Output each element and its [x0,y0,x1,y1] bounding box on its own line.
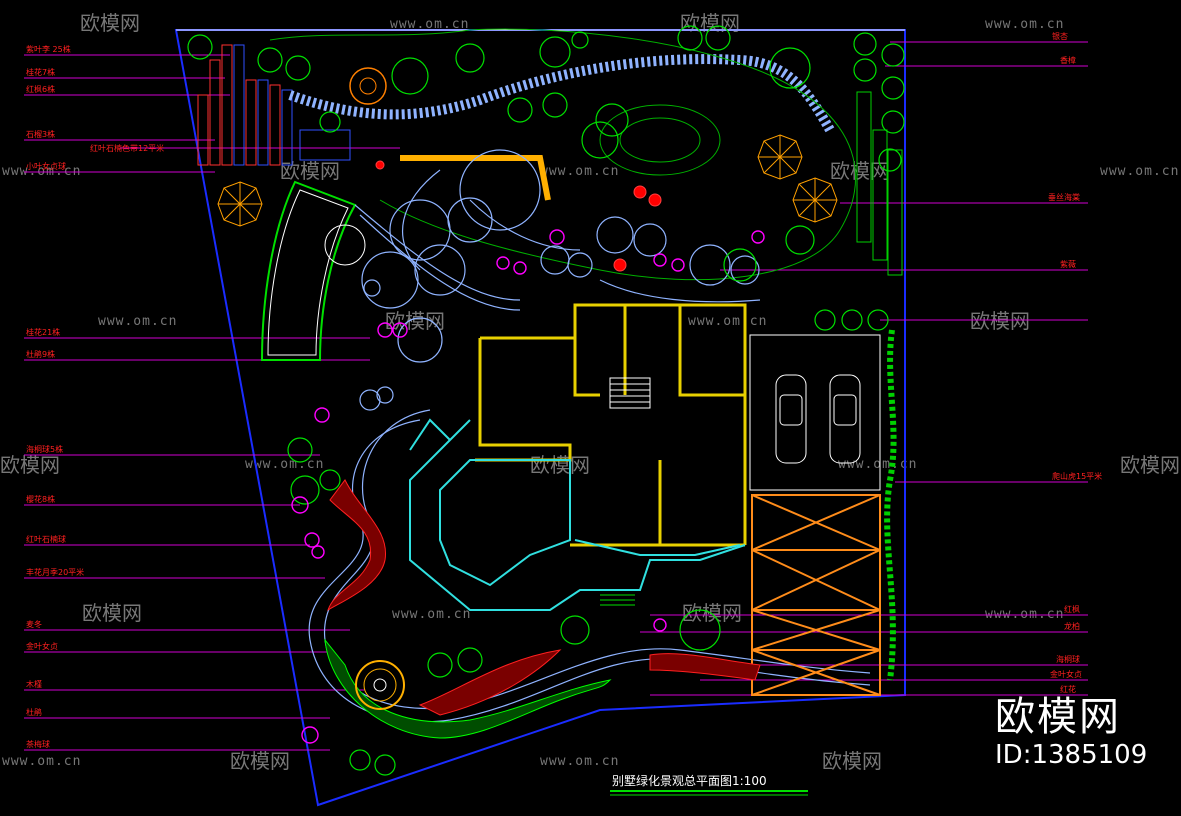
plant-label: 麦冬 [26,619,42,629]
watermark-brand: 欧模网 [230,749,290,773]
plant-label: 红叶石楠球 [26,534,66,544]
villa-building [475,303,747,547]
model-id: ID:1385109 [995,740,1148,770]
plant-label: 桂花21株 [26,327,60,337]
watermark-web: www.om.cn [2,754,81,769]
plant-label: 海桐球 [1056,654,1080,664]
plant-label: 红枫 [1064,604,1080,614]
fountain [355,660,405,710]
specimen-tree [359,77,377,95]
specimen-tree [349,67,387,105]
pond-outline [599,104,721,176]
watermark-web: www.om.cn [688,314,767,329]
plant-label: 石榴3株 [26,129,55,139]
entry-steps [600,594,635,606]
watermark-brand: 欧模网 [82,601,142,625]
watermark-brand: 欧模网 [385,309,445,333]
leader-lines [24,41,1088,751]
gazebo-right-bottom [792,177,838,223]
garage-area [749,334,881,491]
brand-badge: 欧模网 ID:1385109 [995,694,1147,770]
circular-feature [324,224,366,266]
brand-name: 欧模网 [995,694,1121,740]
plant-label: 杜鹃 [26,707,42,717]
plant-label: 香樟 [1060,55,1076,65]
plant-label: 小叶女贞球 [26,161,66,171]
garden-paths [308,149,871,723]
pond-outline [619,117,701,163]
watermark-brand: 欧模网 [280,159,340,183]
plant-label: 龙柏 [1064,621,1080,631]
plant-label: 丰花月季20平米 [26,567,84,577]
watermark-web: www.om.cn [838,457,917,472]
watermark-web: www.om.cn [1100,164,1179,179]
red-accent-trees [375,160,662,272]
plant-label: 红叶石楠色带12平米 [90,143,164,153]
plant-label: 木槿 [26,679,42,689]
shrub-bands [327,479,761,716]
watermark-brand: 欧模网 [0,453,60,477]
staircase [609,377,651,409]
watermark-brand: 欧模网 [830,159,890,183]
plant-label: 爬山虎15平米 [1052,471,1102,481]
curved-deck [260,180,357,361]
plant-label: 桂花7株 [26,67,55,77]
watermark-web: www.om.cn [390,17,469,32]
plant-label: 红枫6株 [26,84,55,94]
watermark-brand: 欧模网 [530,453,590,477]
plant-labels-right: 银杏 香樟 垂丝海棠 紫薇 爬山虎15平米 红枫 龙柏 海桐球 金叶女贞 红花 [1048,31,1102,694]
plant-label: 金叶女贞 [26,641,58,651]
plant-label: 银杏 [1052,31,1068,41]
pergola [400,155,551,201]
plant-label: 红花 [1060,684,1076,694]
watermark-web: www.om.cn [985,17,1064,32]
drawing-title: 别墅绿化景观总平面图1:100 [612,774,767,788]
plant-label: 杜鹃9株 [26,349,55,359]
plant-label: 垂丝海棠 [1048,192,1080,202]
watermark-web: www.om.cn [540,164,619,179]
plant-label: 茶梅球 [26,739,50,749]
watermark-web: www.om.cn [540,754,619,769]
tree-symbols [187,25,905,776]
plant-label: 海桐球5株 [26,444,63,454]
villa-terrace [409,418,746,611]
site-boundary [174,29,906,807]
parked-car [775,374,861,464]
watermark-brand: 欧模网 [80,11,140,35]
stepping-stone-path [288,54,835,133]
watermark-web: www.om.cn [245,457,324,472]
plant-label: 樱花8株 [26,494,55,504]
watermark-brand: 欧模网 [970,309,1030,333]
plant-label: 金叶女贞 [1050,669,1082,679]
plant-label: 紫薇 [1060,259,1076,269]
green-groundcover [324,638,612,739]
watermark-brand: 欧模网 [680,11,740,35]
gazebo-left [217,181,263,227]
watermark-brand: 欧模网 [682,601,742,625]
flowering-shrubs [291,229,765,744]
watermark-web: www.om.cn [98,314,177,329]
planting-beds-top-left [197,44,351,166]
watermark-brand: 欧模网 [1120,453,1180,477]
watermark-layer: 欧模网 www.om.cn 欧模网 www.om.cn www.om.cn 欧模… [0,11,1180,773]
plant-labels-left: 紫叶李 25株 桂花7株 红枫6株 石榴3株 小叶女贞球 桂花21株 杜鹃9株 … [26,44,164,749]
plant-label: 紫叶李 25株 [26,44,71,54]
gazebo-right-top [757,134,803,180]
driveway-paving [751,494,881,696]
garden-lawn-outline [269,28,857,281]
watermark-brand: 欧模网 [822,749,882,773]
watermark-web: www.om.cn [392,607,471,622]
curved-deck-inner [267,189,349,356]
